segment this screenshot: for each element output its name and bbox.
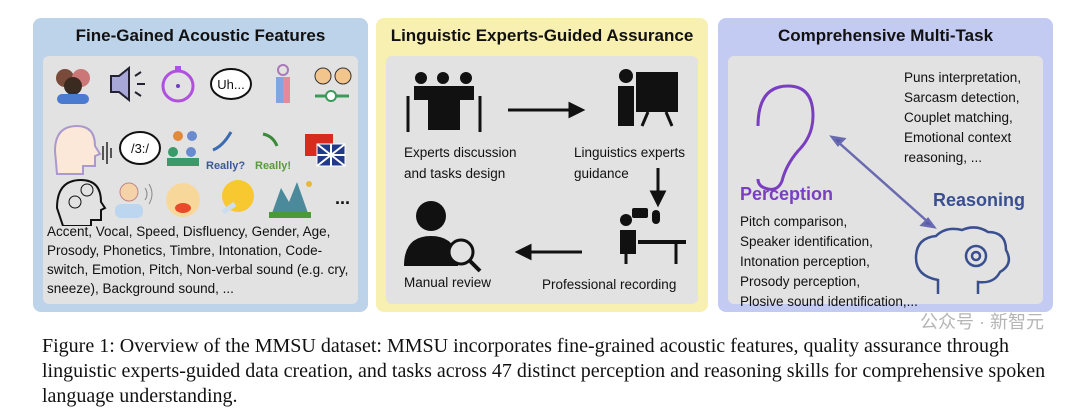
panel-body: Uh... /3:/ Really? Really! ... Accent, Vo…	[43, 56, 358, 304]
reasoning-task-list: Puns interpretation, Sarcasm detection, …	[904, 68, 1021, 168]
gender-icon	[276, 64, 290, 103]
phonetic-bubble-icon: /3:/	[119, 131, 161, 165]
step-professional-recording: Professional recording	[542, 277, 677, 292]
perception-task: Prosody perception,	[740, 274, 861, 289]
workflow-diagram	[404, 69, 686, 273]
head-voice-icon	[53, 124, 112, 175]
watermark: 公众号 · 新智元	[920, 312, 1044, 332]
group-icon	[167, 131, 199, 166]
panel-title: Linguistic Experts-Guided Assurance	[390, 26, 694, 45]
meeting-icon	[406, 72, 482, 132]
step-manual-review: Manual review	[404, 275, 492, 290]
age-icon	[314, 67, 352, 102]
acoustic-features-panel: Fine-Gained Acoustic Features Uh... /3:/…	[33, 18, 368, 312]
presenter-icon	[618, 69, 678, 127]
multitask-diagram	[756, 84, 1011, 294]
people-icon	[56, 69, 90, 104]
panel-title: Comprehensive Multi-Task	[777, 26, 994, 45]
arrow-left	[514, 243, 582, 261]
reasoning-task: Emotional context	[904, 130, 1012, 145]
speaker-icon	[110, 65, 145, 103]
bidirectional-arrow	[829, 135, 937, 229]
multitask-panel: Comprehensive Multi-Task Perception Reas…	[718, 18, 1053, 312]
svg-text:/3:/: /3:/	[131, 141, 149, 156]
flags-icon	[305, 134, 346, 167]
speech-bubble-uh-icon: Uh...	[210, 68, 252, 100]
landscape-icon	[269, 181, 312, 218]
step-experts-discussion: Experts discussion and tasks design	[404, 145, 517, 181]
intonation-icon: Really? Really!	[206, 131, 291, 172]
step-linguistics-guidance: Linguistics experts guidance	[574, 145, 686, 181]
stopwatch-icon	[161, 66, 195, 103]
reasoning-label: Reasoning	[933, 190, 1026, 210]
emotion-head-icon	[55, 178, 107, 226]
ear-icon	[756, 84, 815, 191]
reasoning-task: reasoning, ...	[904, 150, 983, 165]
perception-task: Intonation perception,	[740, 254, 870, 269]
recording-icon	[620, 208, 686, 264]
arrow-down	[649, 168, 667, 208]
acoustic-icons: Uh... /3:/ Really? Really! ...	[53, 64, 352, 226]
panel-body: Perception Reasoning Pitch comparison, S…	[728, 56, 1043, 309]
brain-gear-icon	[914, 226, 1011, 294]
reasoning-task: Sarcasm detection,	[904, 90, 1020, 105]
perception-task: Pitch comparison,	[740, 214, 848, 229]
crying-face-icon	[166, 183, 200, 217]
acoustic-feature-list: Accent, Vocal, Speed, Disfluency, Gender…	[47, 224, 349, 296]
reasoning-task: Puns interpretation,	[904, 70, 1022, 85]
panel-body: Experts discussion and tasks design Ling…	[386, 56, 698, 304]
review-icon	[404, 201, 482, 273]
perception-task-list: Pitch comparison, Speaker identification…	[740, 212, 918, 312]
svg-text:Really!: Really!	[255, 160, 291, 172]
sneezing-face-icon	[221, 180, 254, 215]
ellipsis-icon: ...	[335, 188, 350, 208]
perception-task: Plosive sound identification,...	[740, 294, 918, 309]
perception-task: Speaker identification,	[740, 234, 873, 249]
panel-title: Fine-Gained Acoustic Features	[75, 26, 326, 45]
perception-label: Perception	[740, 184, 834, 204]
svg-text:Really?: Really?	[206, 160, 245, 172]
arrow-right	[508, 101, 586, 119]
reasoning-task: Couplet matching,	[904, 110, 1013, 125]
figure-caption: Figure 1: Overview of the MMSU dataset: …	[42, 335, 1046, 407]
assurance-panel: Linguistic Experts-Guided Assurance Expe…	[376, 18, 708, 312]
person-speaking-icon	[115, 182, 153, 218]
svg-text:Uh...: Uh...	[217, 77, 244, 92]
